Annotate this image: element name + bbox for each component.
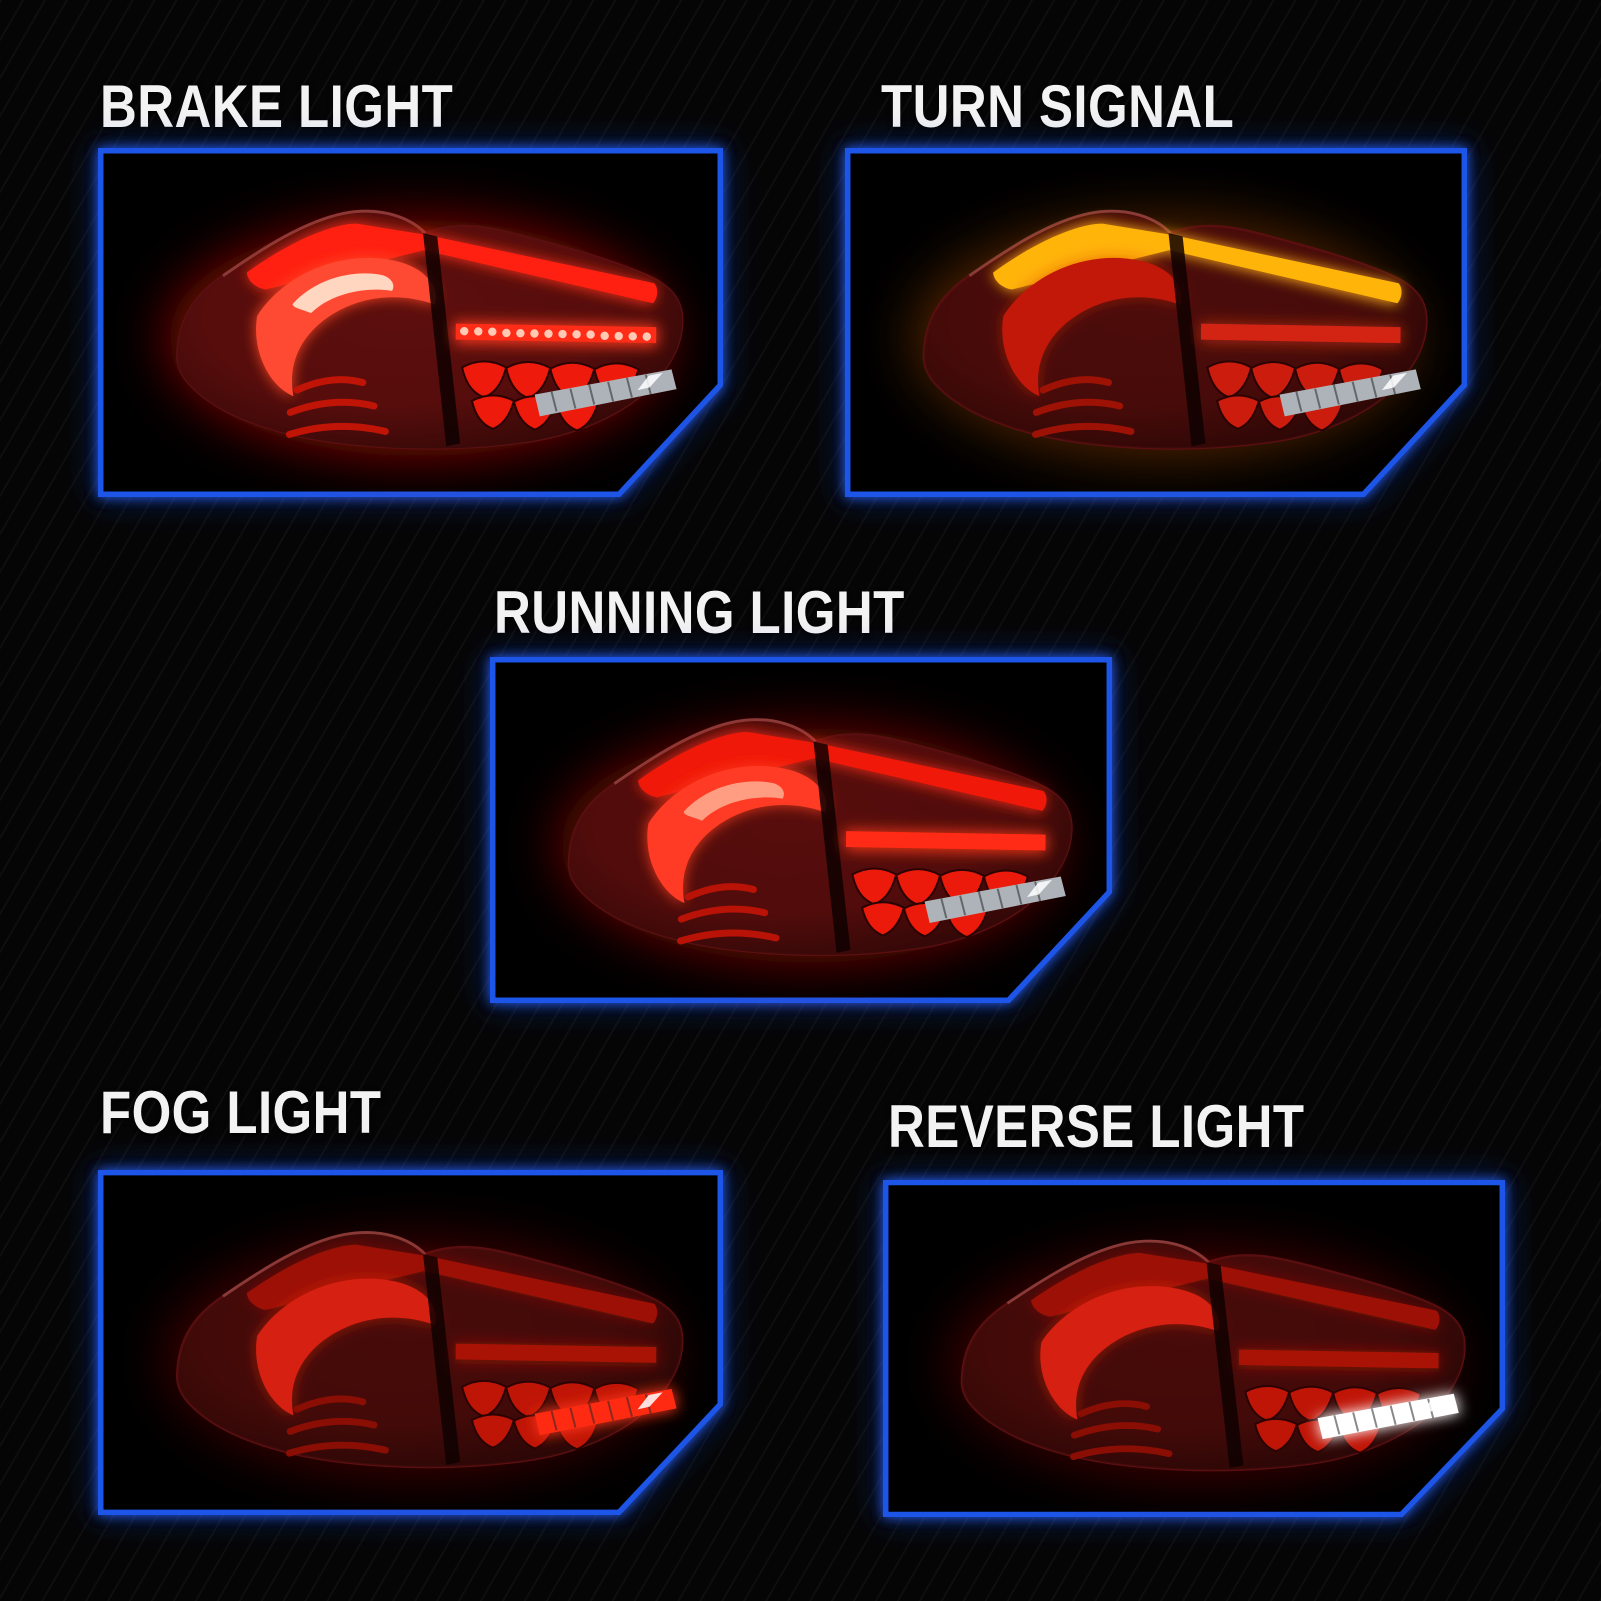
- panel-fog-light: [98, 1170, 723, 1515]
- panel-turn-signal: [845, 148, 1467, 497]
- panel-brake-light: [98, 148, 723, 497]
- panel-running-light: [490, 657, 1112, 1003]
- label-reverse-light: REVERSE LIGHT: [888, 1093, 1305, 1160]
- panel-reverse-light: [883, 1180, 1505, 1517]
- label-running-light: RUNNING LIGHT: [494, 579, 905, 646]
- label-turn-signal: TURN SIGNAL: [881, 73, 1235, 140]
- label-fog-light: FOG LIGHT: [100, 1079, 382, 1146]
- label-brake-light: BRAKE LIGHT: [100, 73, 454, 140]
